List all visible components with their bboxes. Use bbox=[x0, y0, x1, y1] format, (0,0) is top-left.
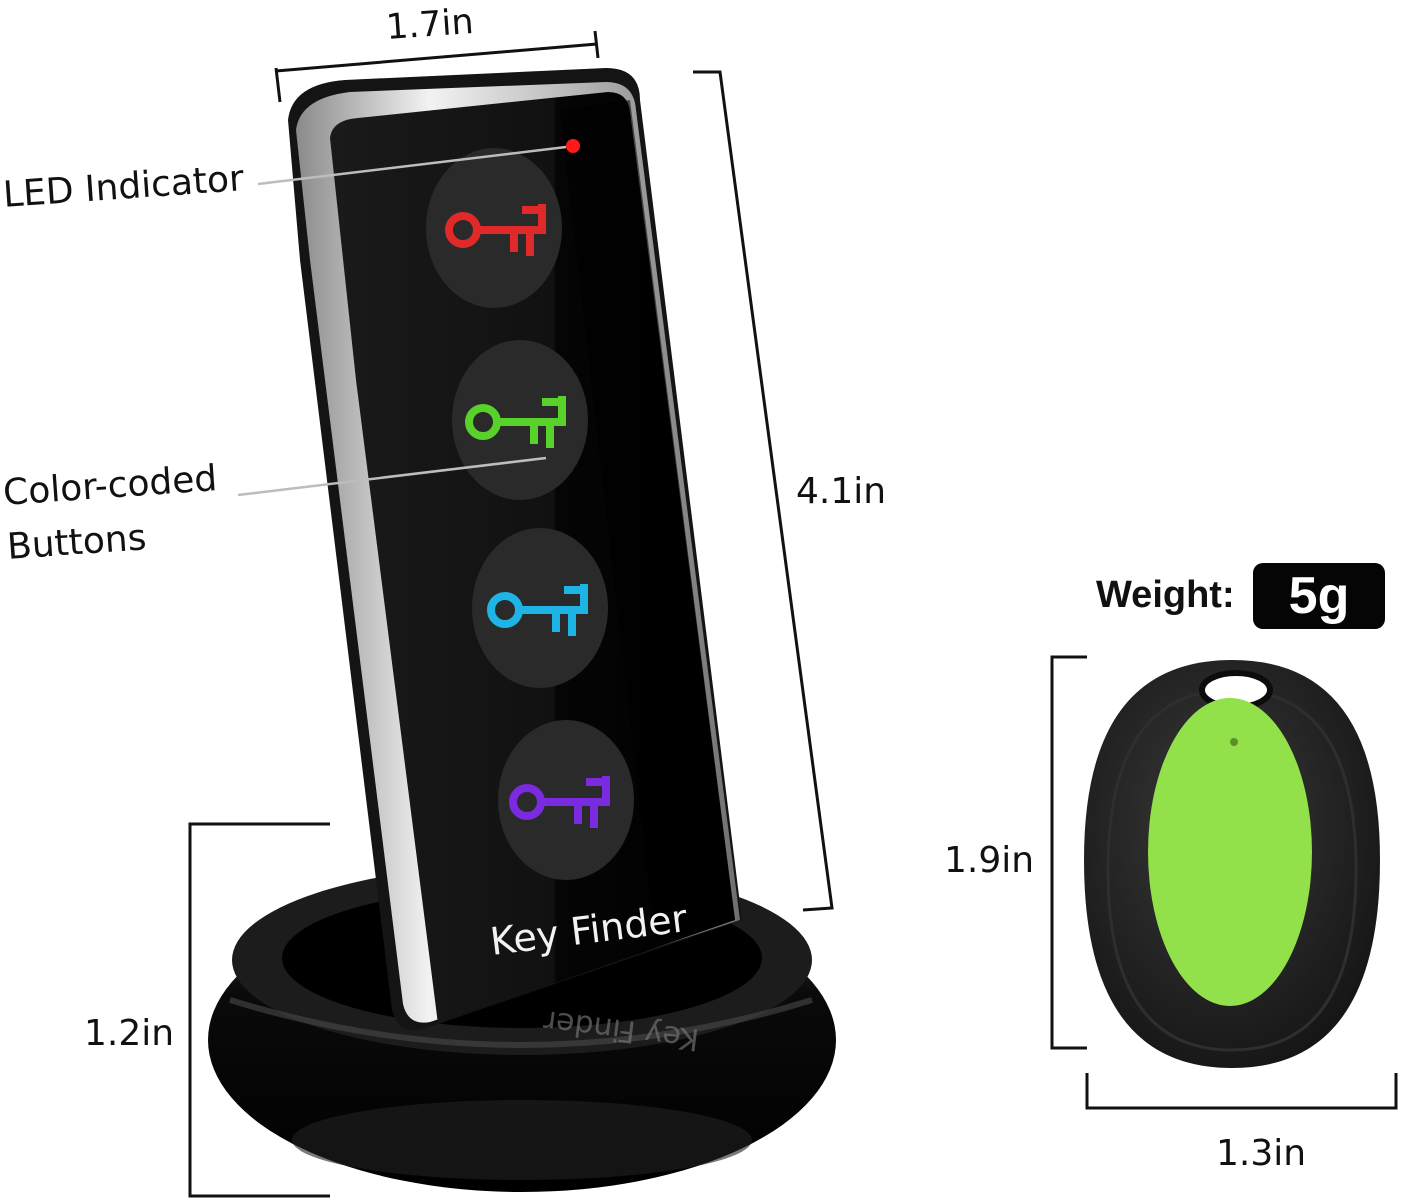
buttons-callout-line2: Buttons bbox=[5, 517, 148, 568]
tag-height-bracket bbox=[1050, 655, 1087, 1050]
green-key-button[interactable] bbox=[452, 340, 588, 500]
dimension-height-label: 4.1in bbox=[796, 471, 887, 512]
dimension-width-label: 1.7in bbox=[384, 1, 475, 49]
blue-key-button[interactable] bbox=[472, 528, 608, 688]
color-coded-buttons bbox=[426, 148, 634, 880]
led-callout-line bbox=[257, 145, 567, 186]
dimension-tag-width-label: 1.3in bbox=[1216, 1133, 1307, 1174]
purple-key-button[interactable] bbox=[498, 720, 634, 880]
tag-green-face bbox=[1148, 698, 1312, 1006]
key-tag bbox=[1084, 660, 1380, 1068]
dimension-base-label: 1.2in bbox=[84, 1013, 175, 1054]
base-dimension-bracket bbox=[188, 822, 330, 1198]
height-dimension-bracket bbox=[693, 70, 834, 912]
weight-label: Weight: bbox=[1096, 574, 1235, 616]
dimension-tag-height-label: 1.9in bbox=[944, 840, 1035, 881]
red-key-button[interactable] bbox=[426, 148, 562, 308]
weight-badge: 5g bbox=[1253, 563, 1385, 629]
led-indicator bbox=[566, 139, 580, 153]
tag-width-bracket bbox=[1085, 1073, 1398, 1110]
buttons-callout-line bbox=[237, 456, 547, 497]
width-dimension-bracket bbox=[274, 30, 600, 103]
